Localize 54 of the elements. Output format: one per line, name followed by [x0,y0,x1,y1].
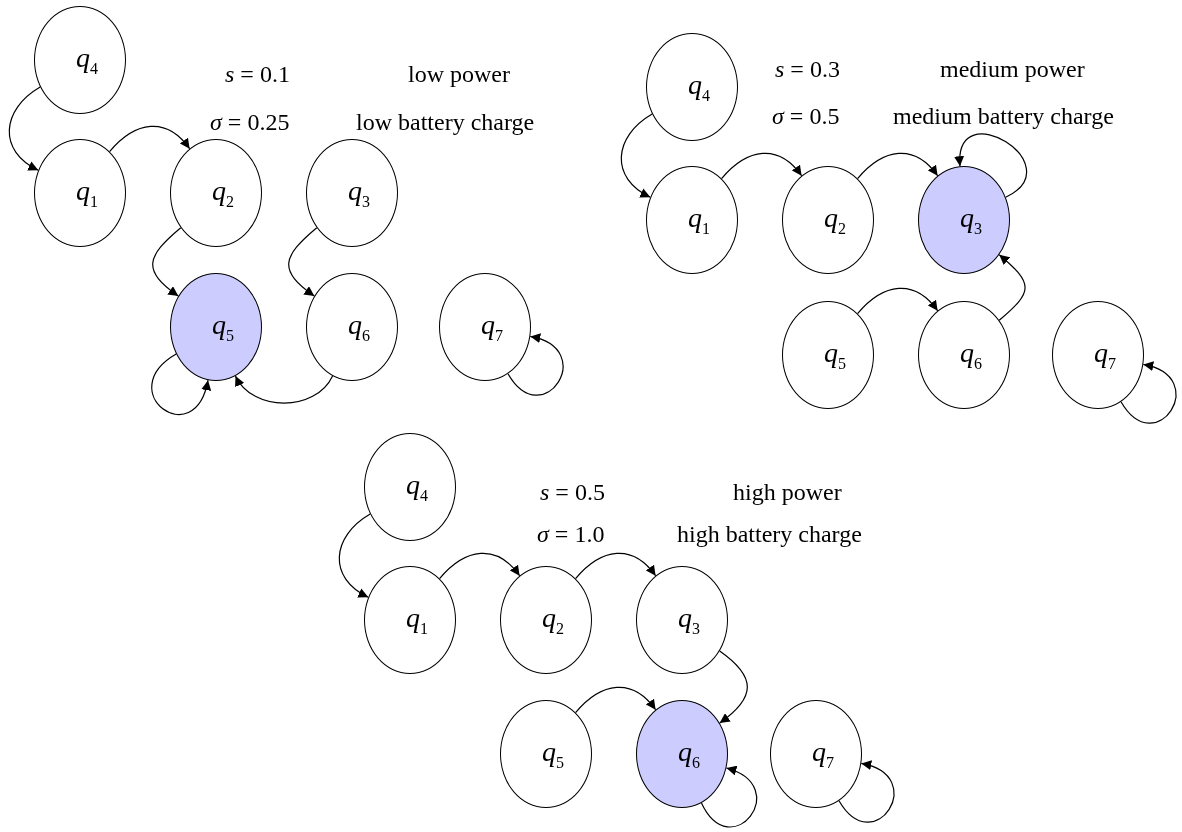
state-label: q$_{1}$ [687,203,710,237]
state-label: q$_{4}$ [75,43,98,77]
state-label: q$_{3}$ [347,176,370,210]
state-label: q$_{7}$ [1093,338,1116,372]
arrow [574,552,657,580]
state-label: q$_{1}$ [405,603,428,637]
arrow [151,353,210,416]
arrow [955,133,1027,198]
parameter-value: s = 0.5 [540,480,605,504]
arrow [700,767,758,828]
arrow [856,287,939,315]
mode-description: low battery charge [356,110,535,134]
state-label: q$_{7}$ [480,310,503,344]
state-label: q$_{4}$ [405,470,428,504]
arrow [152,227,182,297]
mode-description: low power [408,62,510,86]
arrow [620,113,653,198]
mode-description: medium battery charge [893,104,1114,128]
arrow [574,686,657,714]
parameter-value: σ = 0.5 [772,104,840,128]
arrow [719,650,748,724]
state-label: q$_{6}$ [959,338,982,372]
arrow [720,152,803,180]
parameter-value: σ = 0.25 [210,110,290,134]
arrow [234,375,334,404]
state-label: q$_{3}$ [677,603,700,637]
arrow [108,125,191,153]
state-label: q$_{5}$ [211,310,234,344]
parameter-value: s = 0.1 [225,62,290,86]
state-label: q$_{6}$ [677,737,700,771]
mode-description: high power [733,480,842,504]
mode-description: medium power [940,57,1085,81]
parameter-value: σ = 1.0 [537,522,605,546]
arrow [1120,362,1177,424]
parameter-value: s = 0.3 [775,57,840,81]
state-label: q$_{2}$ [211,176,234,210]
arrow [507,334,564,396]
arrow [438,552,521,580]
arrow [8,86,41,171]
state-label: q$_{5}$ [823,338,846,372]
state-label: q$_{7}$ [811,737,834,771]
mode-description: high battery charge [677,522,862,546]
arrow [288,227,318,297]
state-label: q$_{1}$ [75,176,98,210]
state-label: q$_{6}$ [347,310,370,344]
state-label: q$_{5}$ [541,737,564,771]
state-label: q$_{3}$ [959,203,982,237]
state-label: q$_{2}$ [541,603,564,637]
arrow [838,761,895,823]
arrow [338,513,371,598]
state-label: q$_{2}$ [823,203,846,237]
arrow [998,254,1026,321]
arrow [856,152,939,180]
state-label: q$_{4}$ [687,70,710,104]
